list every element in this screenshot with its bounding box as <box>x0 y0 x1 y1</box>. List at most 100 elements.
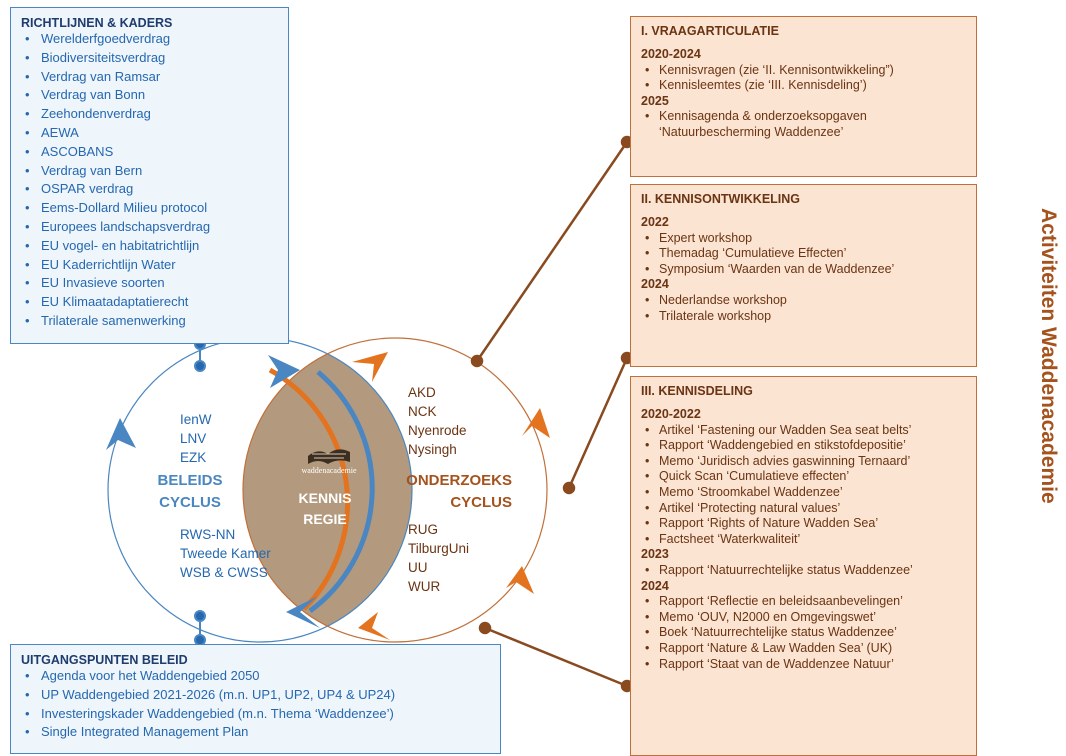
richtlijnen-title: RICHTLIJNEN & KADERS <box>21 16 173 30</box>
orange-arc <box>268 367 351 611</box>
list-item: Symposium ‘Waarden van de Waddenzee’ <box>641 262 966 278</box>
vraagarticulatie-box: I. VRAAGARTICULATIE 2020-2024 Kennisvrag… <box>630 16 977 177</box>
list-item: Agenda voor het Waddengebied 2050 <box>21 667 490 686</box>
list-item: Expert workshop <box>641 231 966 247</box>
list-item: Boek ‘Natuurrechtelijke status Waddenzee… <box>641 625 966 641</box>
list-item: Memo ‘OUV, N2000 en Omgevingswet’ <box>641 610 966 626</box>
list-item: OSPAR verdrag <box>21 180 278 199</box>
list-item: EU vogel- en habitatrichtlijn <box>21 237 278 256</box>
side-title: Activiteiten Waddenacademie <box>1037 208 1060 504</box>
year-label: 2020-2024 <box>641 47 701 61</box>
vraag-list-1: Kennisvragen (zie ‘II. Kennisontwikkelin… <box>641 63 966 94</box>
onderzoeks-cycle-circle <box>242 337 548 643</box>
uitgangspunten-title: UITGANGSPUNTEN BELEID <box>21 653 188 667</box>
brown-connectors <box>470 135 634 693</box>
beleids-cyclus-label: BELEIDS CYCLUS <box>157 472 223 511</box>
ontwikkeling-list-1: Expert workshop Themadag ‘Cumulatieve Ef… <box>641 231 966 278</box>
arrow-up-icon <box>106 418 136 450</box>
list-item: Investeringskader Waddengebied (m.n. The… <box>21 705 490 724</box>
actor-label: AKD <box>408 385 436 400</box>
arrow-left-icon <box>286 596 320 628</box>
year-label: 2024 <box>641 578 669 593</box>
actor-label: IenW <box>180 412 212 427</box>
orange-arrows <box>352 352 550 640</box>
actor-label: RWS-NN <box>180 527 236 542</box>
actor-label: TilburgUni <box>408 541 470 556</box>
list-item: Eems-Dollard Milieu protocol <box>21 199 278 218</box>
list-item: Artikel ‘Protecting natural values’ <box>641 501 966 517</box>
list-item: Single Integrated Management Plan <box>21 723 490 742</box>
year-label: 2023 <box>641 547 669 562</box>
list-item: Rapport ‘Waddengebied en stikstofdeposit… <box>641 438 966 454</box>
actor-label: Nysingh <box>408 442 457 457</box>
list-item: Rapport ‘Natuurrechtelijke status Wadden… <box>641 563 966 579</box>
list-item: ASCOBANS <box>21 143 278 162</box>
list-item: Factsheet ‘Waterkwaliteit’ <box>641 532 966 548</box>
actor-label: LNV <box>180 431 207 446</box>
list-item: EU Invasieve soorten <box>21 274 278 293</box>
uitgangspunten-list: Agenda voor het Waddengebied 2050 UP Wad… <box>21 667 490 742</box>
blue-arc <box>308 370 375 614</box>
richtlijnen-box: RICHTLIJNEN & KADERS Werelderfgoedverdra… <box>10 7 289 344</box>
list-item: Biodiversiteitsverdrag <box>21 49 278 68</box>
arrow-up-right-icon <box>352 352 388 382</box>
arrow-left-orange-icon <box>358 612 390 640</box>
list-item: Artikel ‘Fastening our Wadden Sea seat b… <box>641 423 966 439</box>
list-item: AEWA <box>21 124 278 143</box>
ontwikkeling-list-2: Nederlandse workshop Trilaterale worksho… <box>641 293 966 324</box>
deling-title: III. KENNISDELING <box>641 384 753 398</box>
list-item: Nederlandse workshop <box>641 293 966 309</box>
kennisdeling-box: III. KENNISDELING 2020-2022 Artikel ‘Fas… <box>630 376 977 756</box>
list-item: UP Waddengebied 2021-2026 (m.n. UP1, UP2… <box>21 686 490 705</box>
blue-arrows <box>106 355 320 628</box>
arrow-down-right-icon <box>506 566 534 594</box>
year-label: 2020-2022 <box>641 407 701 421</box>
list-item: Trilaterale workshop <box>641 309 966 325</box>
year-label: 2025 <box>641 93 669 108</box>
vraag-title: I. VRAAGARTICULATIE <box>641 24 779 38</box>
actor-label: WUR <box>408 579 441 594</box>
actor-label: Tweede Kamer <box>180 546 271 561</box>
deling-list-2: Rapport ‘Natuurrechtelijke status Wadden… <box>641 563 966 579</box>
onderzoeks-cyclus-label: ONDERZOEKS CYCLUS <box>406 472 512 511</box>
arrow-down-icon <box>522 408 550 438</box>
arrow-right-icon <box>268 355 300 388</box>
list-item: EU Klimaatadaptatierecht <box>21 293 278 312</box>
actor-label: Nyenrode <box>408 423 467 438</box>
list-item: Werelderfgoedverdrag <box>21 30 278 49</box>
year-label: 2024 <box>641 277 669 292</box>
list-item: Europees landschapsverdrag <box>21 218 278 237</box>
actor-label: NCK <box>408 404 437 419</box>
richtlijnen-list: Werelderfgoedverdrag Biodiversiteitsverd… <box>21 30 278 331</box>
list-item: Rapport ‘Staat van de Waddenzee Natuur’ <box>641 657 966 673</box>
logo-text: waddenacademie <box>301 466 357 475</box>
deling-list-1: Artikel ‘Fastening our Wadden Sea seat b… <box>641 423 966 548</box>
vraag-list-2: Kennisagenda & onderzoeksopgaven ‘Natuur… <box>641 109 966 140</box>
kennisontwikkeling-box: II. KENNISONTWIKKELING 2022 Expert works… <box>630 184 977 367</box>
list-item: Quick Scan ‘Cumulatieve effecten’ <box>641 469 966 485</box>
list-item: Kennisvragen (zie ‘II. Kennisontwikkelin… <box>641 63 966 79</box>
list-item: Kennisleemtes (zie ‘III. Kennisdeling’) <box>641 78 966 94</box>
list-item: Verdrag van Bern <box>21 162 278 181</box>
year-label: 2022 <box>641 215 669 229</box>
list-item: Trilaterale samenwerking <box>21 312 278 331</box>
list-item: Memo ‘Juridisch advies gaswinning Ternaa… <box>641 454 966 470</box>
deling-list-3: Rapport ‘Reflectie en beleidsaanbeveling… <box>641 594 966 672</box>
list-item: Verdrag van Ramsar <box>21 68 278 87</box>
list-item: EU Kaderrichtlijn Water <box>21 256 278 275</box>
actor-label: RUG <box>408 522 438 537</box>
list-item: Themadag ‘Cumulatieve Effecten’ <box>641 246 966 262</box>
beleid-top-list: IenW LNV EZK <box>180 410 212 467</box>
beleid-bottom-list: RWS-NN Tweede Kamer WSB & CWSS <box>180 525 271 582</box>
actor-label: UU <box>408 560 428 575</box>
actor-label: EZK <box>180 450 207 465</box>
list-item: Memo ‘Stroomkabel Waddenzee’ <box>641 485 966 501</box>
onderzoek-bottom-list: RUG TilburgUni UU WUR <box>408 520 469 596</box>
list-item: Kennisagenda & onderzoeksopgaven <box>641 109 966 125</box>
list-item: Rapport ‘Reflectie en beleidsaanbeveling… <box>641 594 966 610</box>
uitgangspunten-box: UITGANGSPUNTEN BELEID Agenda voor het Wa… <box>10 644 501 754</box>
list-item: Rapport ‘Rights of Nature Wadden Sea’ <box>641 516 966 532</box>
list-item: Zeehondenverdrag <box>21 105 278 124</box>
kennisregie-label: KENNIS REGIE <box>298 490 352 527</box>
list-item: Verdrag van Bonn <box>21 86 278 105</box>
